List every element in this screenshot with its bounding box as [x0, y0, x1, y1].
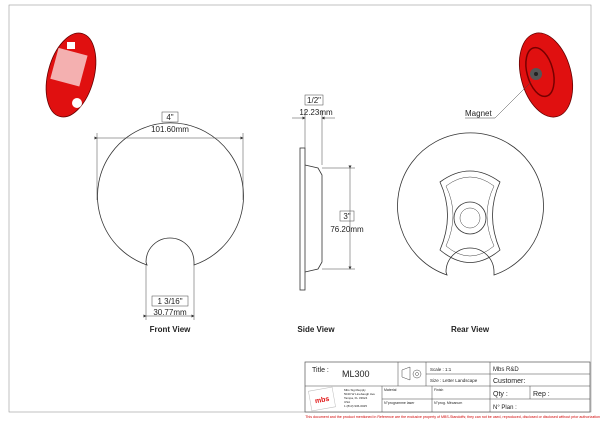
sheet-border: [8, 4, 592, 413]
svg-text:Mbs SignSupply: Mbs SignSupply: [344, 388, 366, 392]
title-block: Title : ML300 Scale : 1:1 Size : Letter …: [304, 361, 591, 413]
rep: Rep :: [533, 391, 550, 398]
iso-rear-view: Magnet: [465, 32, 573, 119]
side-view-label: Side View: [297, 325, 335, 334]
material-label: Material: [384, 388, 397, 392]
magnet-callout: Magnet: [465, 109, 492, 118]
side-height-mm: 76.20mm: [330, 225, 364, 234]
iso-front-view: [45, 32, 97, 118]
company: Mbs R&D: [493, 367, 519, 373]
front-view: 4" 101.60mm 1 3/16" 30.77mm Front View: [94, 111, 244, 334]
scale: Scale : 1:1: [430, 367, 452, 372]
front-slot-in: 1 3/16": [157, 297, 182, 306]
size: Size : Letter Landscape: [430, 378, 478, 383]
svg-text:5040 W Linebaugh Ave: 5040 W Linebaugh Ave: [344, 392, 375, 396]
front-slot-mm: 30.77mm: [153, 308, 187, 317]
side-thickness-in: 1/2": [307, 96, 321, 105]
program-mecanum-label: N°prog. Mécanum: [434, 401, 462, 405]
svg-text:Tampa, FL 33624: Tampa, FL 33624: [344, 396, 368, 400]
svg-text:USA: USA: [344, 400, 350, 404]
svg-text:mbs: mbs: [315, 396, 330, 405]
finish-label: Finish: [434, 388, 443, 392]
address: Mbs SignSupply 5040 W Linebaugh Ave Tamp…: [344, 388, 375, 408]
front-width-in: 4": [166, 113, 173, 122]
side-view: 1/2" 12.23mm 3" 76.20mm Side View: [292, 94, 364, 334]
title-value: ML300: [342, 369, 370, 379]
footer-notice: This document and the product mentioned …: [305, 415, 600, 419]
program-laser-label: N°programme laser: [384, 401, 415, 405]
front-view-label: Front View: [150, 325, 192, 334]
rear-view-label: Rear View: [451, 325, 490, 334]
qty: Qty :: [493, 391, 508, 398]
title-label: Title :: [312, 367, 329, 374]
front-width-mm: 101.60mm: [151, 125, 189, 134]
side-height-in: 3": [343, 212, 350, 221]
plan: N° Plan :: [493, 405, 517, 411]
side-thickness-mm: 12.23mm: [299, 108, 333, 117]
customer: Customer:: [493, 378, 525, 385]
svg-text:1 (813) 936-6025: 1 (813) 936-6025: [344, 404, 367, 408]
projection-symbol-icon: [401, 366, 422, 381]
mbs-logo: mbs: [308, 386, 336, 412]
rear-view: Rear View: [397, 132, 544, 334]
